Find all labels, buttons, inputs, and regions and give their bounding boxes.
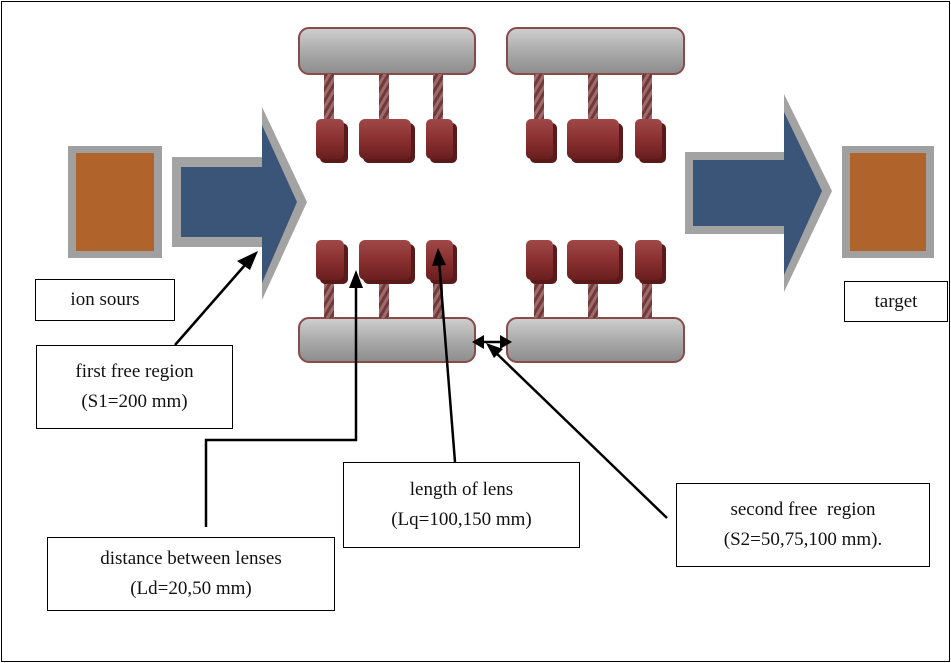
second-free-region-value: (S2=50,75,100 mm). <box>723 529 883 550</box>
ion-source-label: ion sours <box>35 279 175 321</box>
first-free-region-title: first free region <box>75 361 194 382</box>
top-lenses <box>316 119 666 163</box>
target-label-text: target <box>874 290 918 312</box>
arrowheads <box>237 248 512 358</box>
bottom-lenses <box>316 240 666 284</box>
first-free-region-label: first free region (S1=200 mm) <box>36 345 233 429</box>
leader-distance-between-lenses <box>204 283 358 527</box>
leader-second-free-region <box>492 349 668 519</box>
leader-first-free-region <box>174 256 253 346</box>
ion-source-label-text: ion sours <box>70 289 140 310</box>
distance-between-lenses-label: distance between lenses (Ld=20,50 mm) <box>47 537 335 611</box>
bottom-rail-right <box>506 317 685 363</box>
first-free-region-value: (S1=200 mm) <box>81 391 188 412</box>
top-rods <box>324 74 652 120</box>
ion-source-block <box>68 146 162 258</box>
target-block <box>842 146 934 258</box>
top-rail-right <box>506 27 685 75</box>
bottom-rail-left <box>298 317 476 363</box>
length-of-lens-title: length of lens <box>409 479 514 500</box>
beam-arrow-left <box>172 107 307 300</box>
target-label: target <box>844 281 948 322</box>
length-of-lens-label: length of lens (Lq=100,150 mm) <box>343 462 580 548</box>
bottom-rods <box>324 278 652 318</box>
beam-arrow-right <box>685 94 832 292</box>
leader-lines <box>174 256 668 527</box>
distance-between-lenses-value: (Ld=20,50 mm) <box>130 578 252 599</box>
length-of-lens-value: (Lq=100,150 mm) <box>391 509 532 530</box>
second-free-region-title: second free region <box>730 499 876 520</box>
leader-length-of-lens <box>437 259 457 463</box>
distance-between-lenses-title: distance between lenses <box>100 548 282 569</box>
top-rail-left <box>298 27 476 75</box>
second-free-region-label: second free region (S2=50,75,100 mm). <box>676 483 930 567</box>
